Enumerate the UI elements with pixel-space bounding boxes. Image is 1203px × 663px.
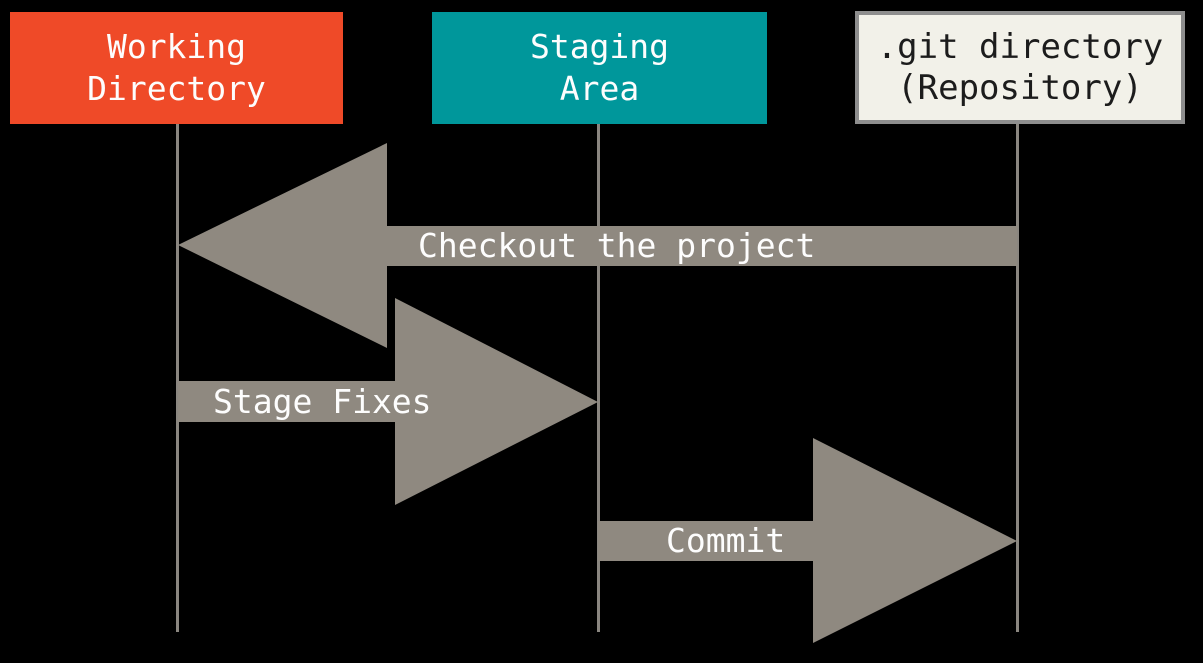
- lifeline-git-directory: [1016, 124, 1019, 632]
- commit-arrow-shaft: [598, 521, 813, 561]
- working-directory-label-line2: Directory: [87, 69, 266, 108]
- git-directory-label-line1: .git directory: [876, 26, 1164, 67]
- git-directory-label-line2: (Repository): [897, 67, 1143, 108]
- commit-arrow-head: [813, 438, 1017, 643]
- lifeline-staging-area: [597, 124, 600, 632]
- checkout-arrow-head: [178, 143, 387, 348]
- staging-area-label-line2: Area: [559, 69, 640, 108]
- staging-area-label-line1: Staging: [529, 27, 670, 66]
- stage-fixes-arrow-head: [395, 298, 598, 505]
- working-directory-label-line1: Working: [106, 27, 247, 66]
- checkout-arrow-shaft: [387, 226, 1017, 266]
- git-directory-box: .git directory (Repository): [855, 11, 1185, 124]
- stage-fixes-arrow-shaft: [178, 381, 395, 422]
- staging-area-box: Staging Area: [432, 12, 767, 124]
- stage-fixes-arrow-label: Stage Fixes: [213, 382, 432, 421]
- lifeline-working-directory: [176, 124, 179, 632]
- commit-arrow-label: Commit: [666, 521, 786, 560]
- checkout-arrow-label: Checkout the project: [418, 226, 816, 265]
- working-directory-box: Working Directory: [10, 12, 343, 124]
